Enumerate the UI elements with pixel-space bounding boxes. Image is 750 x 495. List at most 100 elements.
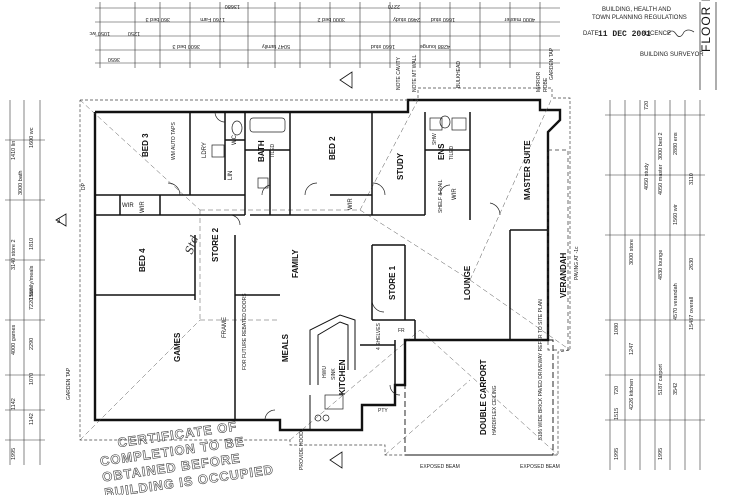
- note-garden-tap-left: GARDEN TAP: [66, 367, 72, 400]
- note-future-doors: FOR FUTURE REBATED DOORS: [242, 293, 248, 370]
- dim-right-20: 1995: [614, 448, 620, 460]
- dim-right-1: 720: [644, 101, 650, 110]
- dim-right-19: 4226 kitchen: [629, 379, 635, 410]
- dim-left-4: 3140 store 2: [11, 239, 17, 270]
- dim-left-3: 3000 bath: [18, 171, 24, 195]
- dim-left-8: 1550: [29, 288, 35, 300]
- authority-line-1: BUILDING, HEALTH AND: [602, 7, 672, 13]
- dim-right-6: 3110: [689, 173, 695, 185]
- date-label: DATE: [583, 31, 599, 37]
- verandah-outline: [547, 149, 569, 351]
- note-garden-tap-top: GARDEN TAP: [549, 47, 555, 80]
- surveyor-label: BUILDING SURVEYOR: [640, 52, 704, 58]
- door-swings: [167, 111, 501, 421]
- dim-left-12: 1142: [29, 413, 35, 425]
- sink-icon: [324, 394, 344, 410]
- note-hood: PROVIDE HOOD: [299, 431, 305, 470]
- dim-right-21: 1995: [658, 448, 664, 460]
- basin-icon-bath: [257, 177, 269, 189]
- note-shelf-rail: SHELF & RAIL: [438, 179, 444, 213]
- room-verandah: VERANDAH: [559, 252, 568, 298]
- dim-top-5: 1760 Fam: [200, 16, 225, 22]
- dim-top-4: 3600 bed 3: [172, 43, 200, 49]
- note-hwu: HWU: [322, 366, 328, 378]
- carport-outline: [404, 339, 554, 456]
- handwritten-note: Std: [183, 234, 202, 256]
- note-wm: WM AUTO TAPS: [171, 122, 177, 160]
- note-driveway: 5186 WIDE BRICK PAVED DRIVEWAY REFER TO …: [538, 299, 544, 440]
- dim-left-7: 1810: [29, 238, 35, 250]
- note-robe: ROBE: [543, 77, 549, 92]
- room-bed4: BED 4: [138, 248, 147, 272]
- room-master: MASTER SUITE: [523, 140, 532, 200]
- dim-top-9: 4288 lounge: [420, 43, 450, 49]
- section-marker-2-top: [339, 71, 353, 89]
- room-meals: MEALS: [281, 333, 290, 362]
- signature-scribble: [667, 29, 695, 37]
- note-exposed-beam-2: EXPOSED BEAM: [520, 464, 560, 470]
- room-ldry: LDRY: [202, 142, 208, 158]
- washing-machine-icon: [211, 144, 225, 158]
- top-dimension-labels: 1050 wc 1250 360 bed 3 3600 bed 3 1760 F…: [89, 3, 535, 62]
- certificate-stamp: CERTIFICATE OF COMPLETION TO BE OBTAINED…: [99, 418, 275, 495]
- room-lin: LIN: [228, 171, 234, 180]
- dim-right-8: 3000 store: [629, 239, 635, 265]
- note-fr: FR: [398, 328, 405, 334]
- room-kitchen: KITCHEN: [338, 359, 347, 395]
- top-dimension-strip: [95, 2, 560, 68]
- left-dimension-strip: [5, 100, 45, 465]
- dim-top-13: 4000 master: [504, 16, 535, 22]
- toilet-icon-ens: [439, 115, 451, 129]
- dim-top-3: 360 bed 3: [146, 16, 170, 22]
- dim-right-7: 1560 wir: [673, 204, 679, 225]
- dim-top-1: 1050 wc: [89, 30, 110, 36]
- toilet-icon: [231, 120, 243, 136]
- room-bath: BATH: [257, 140, 266, 162]
- room-wir-2: WIR: [140, 201, 146, 213]
- dim-left-13: 1995: [11, 448, 17, 460]
- note-carport-ceiling: HARDIFLEX CEILING: [492, 385, 498, 435]
- room-store1: STORE 1: [388, 265, 397, 300]
- note-cavity: NOTE CAVITY: [396, 56, 402, 90]
- room-wir-1: WIR: [122, 203, 134, 209]
- licence-label: LICENCE: [645, 31, 671, 37]
- note-paving: PAVING AT -1c: [574, 246, 580, 280]
- dim-top-15: 2270: [388, 3, 400, 9]
- room-carport: DOUBLE CARPORT: [479, 359, 488, 435]
- note-pty: PTY: [378, 408, 388, 414]
- dim-top-6: 5047 family: [262, 43, 290, 49]
- dim-right-2: 2880 ens: [673, 132, 679, 155]
- dim-right-12: 15487 overall: [689, 297, 695, 330]
- svg-text:3: 3: [57, 219, 61, 225]
- dim-right-13: 5187 carport: [658, 364, 664, 395]
- hotplate-icon-1: [314, 414, 322, 422]
- room-games: GAMES: [173, 332, 182, 362]
- note-sink: SINK: [331, 368, 337, 380]
- dim-top-2: 1250: [128, 30, 140, 36]
- dim-right-9: 4830 lounge: [658, 250, 664, 280]
- room-study: STUDY: [396, 152, 405, 180]
- bath-tiled: TILED: [270, 143, 276, 158]
- room-wir-4: WIR: [452, 188, 458, 200]
- dim-top-12: 1660 stud: [431, 16, 455, 22]
- dim-right-4: 4050 study: [644, 163, 650, 190]
- dim-right-17: 720: [614, 386, 620, 395]
- room-store2: STORE 2: [211, 227, 220, 262]
- note-shelves: 4 SHELVES: [376, 322, 382, 350]
- dim-right-11: 4570 verandah: [673, 283, 679, 320]
- dim-left-6: 4000 games: [11, 324, 17, 355]
- note-mirror: MIRROR: [536, 71, 542, 92]
- authority-line-2: TOWN PLANNING REGULATIONS: [592, 15, 687, 21]
- plan-notes: GARDEN TAP GARDEN TAP NOTE CAVITY NOTE M…: [66, 47, 580, 470]
- dim-top-14: 3650: [108, 56, 120, 62]
- room-frame: FRAME: [222, 317, 228, 338]
- room-lounge: LOUNGE: [463, 265, 472, 300]
- section-markers: [329, 71, 353, 469]
- right-dimension-strip: [605, 100, 705, 470]
- dim-left-2: 1600 wc: [29, 127, 35, 148]
- kitchen-bench: [309, 314, 356, 431]
- dim-right-18: 1515: [614, 408, 620, 420]
- dim-right-15: 1080: [614, 323, 620, 335]
- dim-left-11: 1142: [11, 398, 17, 410]
